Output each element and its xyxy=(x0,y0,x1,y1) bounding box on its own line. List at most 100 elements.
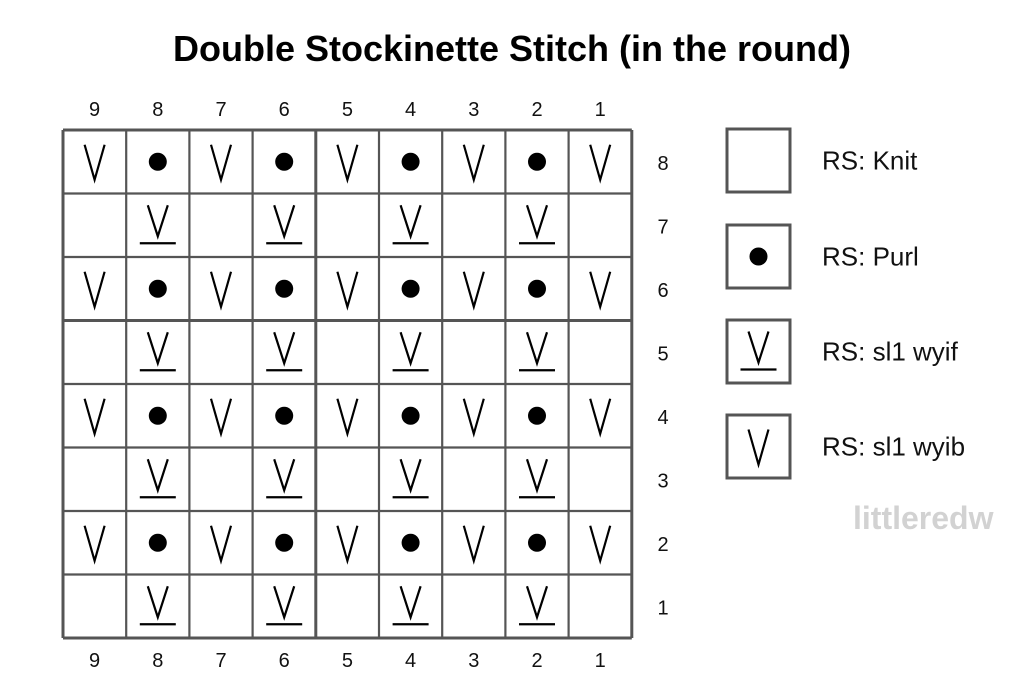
slip-wyif-icon xyxy=(525,585,549,621)
stitch-cell-knit xyxy=(189,193,253,257)
stitch-cell-wyif xyxy=(379,193,443,257)
stitch-cell-knit xyxy=(568,574,632,638)
column-number-bottom: 6 xyxy=(279,650,290,672)
column-number-top: 3 xyxy=(468,99,479,121)
column-number-top: 9 xyxy=(89,99,100,121)
stitch-cell-knit xyxy=(442,320,506,384)
slip-wyif-icon xyxy=(399,204,422,240)
stitch-cell-purl xyxy=(379,130,443,194)
stitch-cell-knit xyxy=(315,574,379,638)
stitch-cell-wyif xyxy=(505,193,569,257)
slip-wyif-icon xyxy=(146,204,169,240)
purl-dot-icon xyxy=(528,279,546,298)
slip-wyib-icon xyxy=(747,429,770,469)
stitch-cell-knit xyxy=(63,193,127,257)
stitch-cell-purl xyxy=(126,257,190,321)
stitch-cell-purl xyxy=(505,257,569,321)
slip-wyib-icon xyxy=(589,271,612,311)
legend-item-wyif: RS: sl1 wyif xyxy=(725,318,959,385)
legend-swatch xyxy=(725,318,792,385)
stitch-cell-purl xyxy=(126,130,190,194)
column-number-bottom: 4 xyxy=(405,650,416,672)
slip-wyif-icon xyxy=(146,458,169,494)
slip-wyib-icon xyxy=(336,525,359,565)
purl-dot-icon xyxy=(148,279,167,298)
legend-swatch xyxy=(725,413,792,480)
stitch-cell-purl xyxy=(505,130,569,194)
stitch-cell-wyif xyxy=(126,574,190,638)
slip-wyif-icon xyxy=(273,585,296,621)
stitch-cell-purl xyxy=(252,130,316,194)
stitch-cell-purl xyxy=(505,511,569,575)
legend-item-knit: RS: Knit xyxy=(725,127,918,194)
stitch-cell-wyib xyxy=(442,384,506,448)
stitch-cell-wyib xyxy=(189,130,253,194)
stitch-cell-wyib xyxy=(442,257,506,321)
column-number-bottom: 5 xyxy=(342,650,353,672)
stitch-cell-purl xyxy=(126,384,190,448)
slip-wyib-icon xyxy=(336,144,359,184)
column-number-top: 2 xyxy=(531,99,542,121)
stitch-cell-wyif xyxy=(379,574,443,638)
column-number-bottom: 1 xyxy=(595,650,606,672)
stitch-cell-knit xyxy=(442,447,506,511)
slip-wyib-icon xyxy=(83,271,106,311)
stitch-cell-knit xyxy=(442,574,506,638)
legend-label: RS: Knit xyxy=(822,146,918,176)
slip-wyif-icon xyxy=(146,585,169,621)
row-number: 8 xyxy=(657,153,668,175)
stitch-cell-purl xyxy=(252,257,316,321)
purl-dot-icon xyxy=(528,152,546,171)
purl-dot-icon xyxy=(148,406,167,425)
column-number-bottom: 9 xyxy=(89,650,100,672)
slip-wyif-icon xyxy=(525,458,549,494)
stitch-cell-purl xyxy=(379,257,443,321)
column-number-top: 7 xyxy=(215,99,226,121)
stitch-cell-wyif xyxy=(505,447,569,511)
slip-wyif-icon xyxy=(273,331,296,367)
slip-wyib-icon xyxy=(209,144,233,184)
slip-wyib-icon xyxy=(336,271,359,311)
purl-dot-icon xyxy=(148,533,167,552)
slip-wyif-icon xyxy=(747,331,770,367)
slip-wyif-icon xyxy=(273,204,296,240)
stitch-cell-wyib xyxy=(568,257,632,321)
stitch-cell-wyif xyxy=(379,320,443,384)
slip-wyib-icon xyxy=(462,398,485,438)
stitch-cell-wyib xyxy=(189,384,253,448)
stitch-cell-purl xyxy=(379,384,443,448)
stitch-cell-wyif xyxy=(252,447,316,511)
legend-item-wyib: RS: sl1 wyib xyxy=(725,413,965,480)
stitch-cell-wyib xyxy=(568,384,632,448)
slip-wyib-icon xyxy=(209,398,233,438)
stitch-cell-wyif xyxy=(126,320,190,384)
purl-dot-icon xyxy=(528,533,546,552)
stitch-cell-wyif xyxy=(252,193,316,257)
column-number-bottom: 2 xyxy=(531,650,542,672)
slip-wyif-icon xyxy=(399,458,422,494)
column-number-bottom: 3 xyxy=(468,650,479,672)
slip-wyib-icon xyxy=(83,144,106,184)
slip-wyif-icon xyxy=(146,331,169,367)
row-number: 4 xyxy=(657,407,668,429)
stitch-cell-wyif xyxy=(505,320,569,384)
stitch-cell-wyib xyxy=(63,511,127,575)
stitch-cell-wyib xyxy=(63,130,127,194)
stitch-cell-wyib xyxy=(315,384,379,448)
slip-wyif-icon xyxy=(525,204,549,240)
purl-dot-icon xyxy=(275,152,294,171)
legend-label: RS: sl1 wyib xyxy=(822,432,965,462)
stitch-cell-knit xyxy=(568,447,632,511)
slip-wyib-icon xyxy=(336,398,359,438)
stitch-cell-knit xyxy=(568,193,632,257)
stitch-cell-knit xyxy=(315,447,379,511)
slip-wyib-icon xyxy=(462,144,485,184)
chart-title: Double Stockinette Stitch (in the round) xyxy=(173,28,851,69)
stitch-cell-wyib xyxy=(315,257,379,321)
slip-wyib-icon xyxy=(589,398,612,438)
stitch-cell-knit xyxy=(189,447,253,511)
